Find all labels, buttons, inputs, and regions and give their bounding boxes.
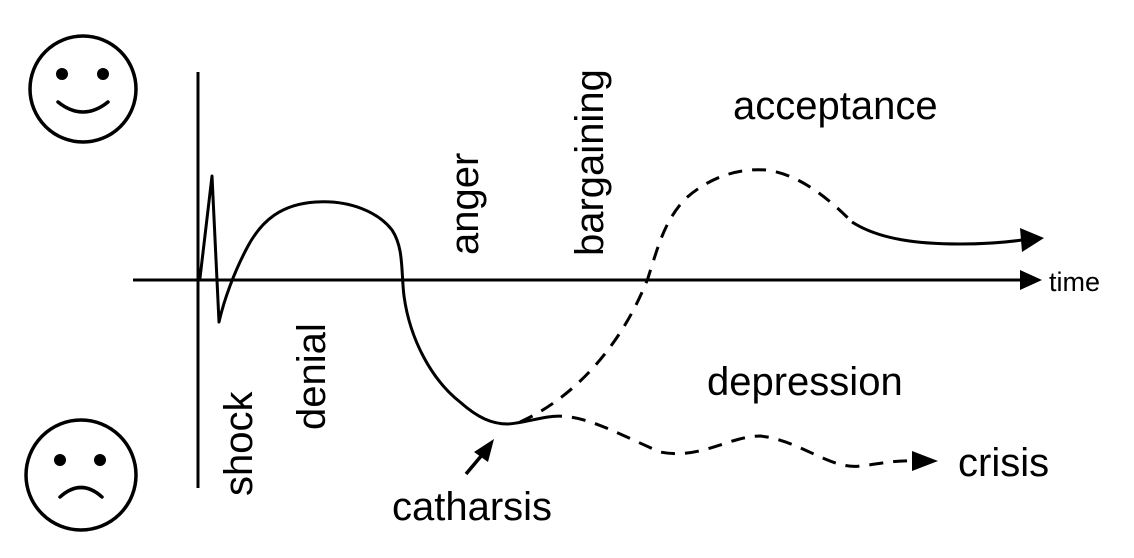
catharsis-pointer bbox=[464, 439, 494, 476]
time-axis bbox=[133, 270, 1042, 290]
time-axis-arrow-icon bbox=[1020, 270, 1042, 290]
stage-label-shock: shock bbox=[217, 391, 261, 496]
acceptance-arrow-icon bbox=[1020, 228, 1044, 252]
acceptance-branch-dashed bbox=[519, 168, 854, 424]
smiley-face-icon bbox=[28, 34, 138, 144]
stage-label-anger: anger bbox=[443, 153, 487, 255]
frowning-face-icon bbox=[24, 418, 138, 532]
time-axis-label: time bbox=[1049, 267, 1100, 297]
crisis-arrow-icon bbox=[912, 451, 938, 471]
stage-label-denial: denial bbox=[290, 323, 334, 430]
stage-label-bargaining: bargaining bbox=[568, 69, 612, 256]
stage-label-crisis: crisis bbox=[958, 441, 1049, 485]
acceptance-branch-solid bbox=[851, 220, 1023, 246]
crisis-branch-dashed bbox=[547, 414, 913, 468]
catharsis-arrow-icon bbox=[474, 439, 494, 462]
emotion-curve-solid bbox=[198, 174, 550, 426]
stage-label-acceptance: acceptance bbox=[733, 84, 938, 128]
stage-label-catharsis: catharsis bbox=[392, 485, 552, 529]
stage-label-depression: depression bbox=[707, 360, 903, 404]
